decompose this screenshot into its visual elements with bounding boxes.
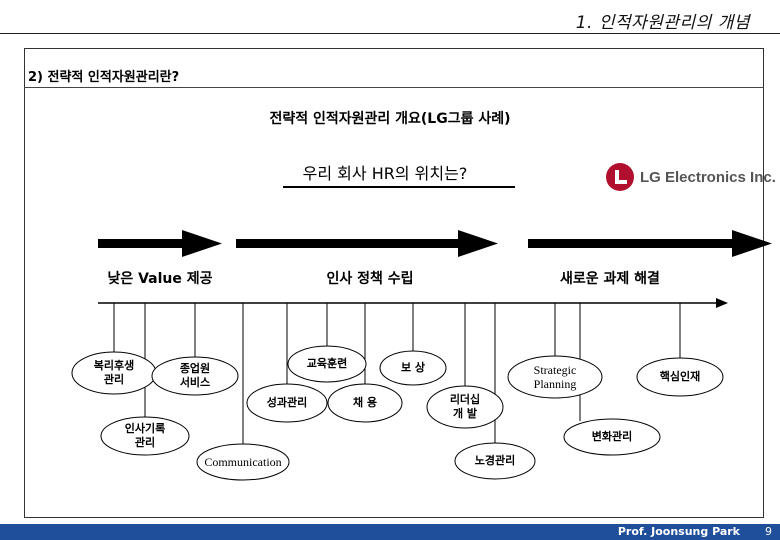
item-communication: Communication [204,455,282,469]
phase-label-policy: 인사 정책 수립 [326,271,414,287]
item-labor: 노경관리 [474,454,516,467]
ellipse-labor [454,442,536,480]
item-employee-service: 종업원 서비스 [179,362,211,389]
ellipse-strategic-planning [507,355,603,399]
item-strategic-planning: Strategic Planning [533,363,577,391]
lg-logo: LG Electronics Inc. [606,163,776,191]
ellipse-employee-service [151,356,239,396]
footer-author: Prof. Joonsung Park [617,525,740,538]
item-change-mgmt: 변화관리 [591,430,633,443]
lg-logo-text: LG Electronics Inc. [640,168,776,186]
phase-arrow-3 [528,230,772,257]
phase-label-new-tasks: 새로운 과제 해결 [560,271,660,287]
item-training: 교육훈련 [306,357,348,370]
item-compensation: 보 상 [400,361,426,374]
section-divider [24,87,764,88]
question-underline [283,186,515,188]
ellipse-leadership [426,385,504,429]
ellipse-training [287,345,367,383]
ellipse-communication [196,443,290,481]
footer-bar [0,524,780,540]
item-hiring: 채 용 [352,396,378,409]
ellipse-hr-records [100,416,190,456]
item-welfare: 복리후생 관리 [93,359,135,386]
ellipse-performance [246,383,328,423]
lg-logo-icon [606,163,634,191]
section-label: 2) 전략적 인적자원관리란? [28,70,180,85]
ellipse-core-talent [636,357,724,397]
ellipse-compensation [379,350,447,386]
item-leadership: 리더십 개 발 [449,393,481,420]
ellipse-hiring [327,383,403,423]
ellipse-change-mgmt [563,418,661,456]
phase-arrow-2 [236,230,498,257]
item-performance: 성과관리 [266,396,308,409]
diagram-subtitle: 전략적 인적자원관리 개요(LG그룹 사례) [269,111,511,127]
phase-arrow-1 [98,230,222,257]
header-divider [0,33,780,34]
content-frame [24,48,764,518]
item-ellipses [71,345,724,481]
phase-label-low-value: 낮은 Value 제공 [107,271,213,287]
item-core-talent: 핵심인재 [659,370,701,383]
timeline-axis [98,298,728,308]
page-number: 9 [765,525,772,538]
item-hr-records: 인사기록 관리 [124,422,166,449]
slide-header-title: 1. 인적자원관리의 개념 [575,13,750,33]
question-text: 우리 회사 HR의 위치는? [302,164,468,183]
